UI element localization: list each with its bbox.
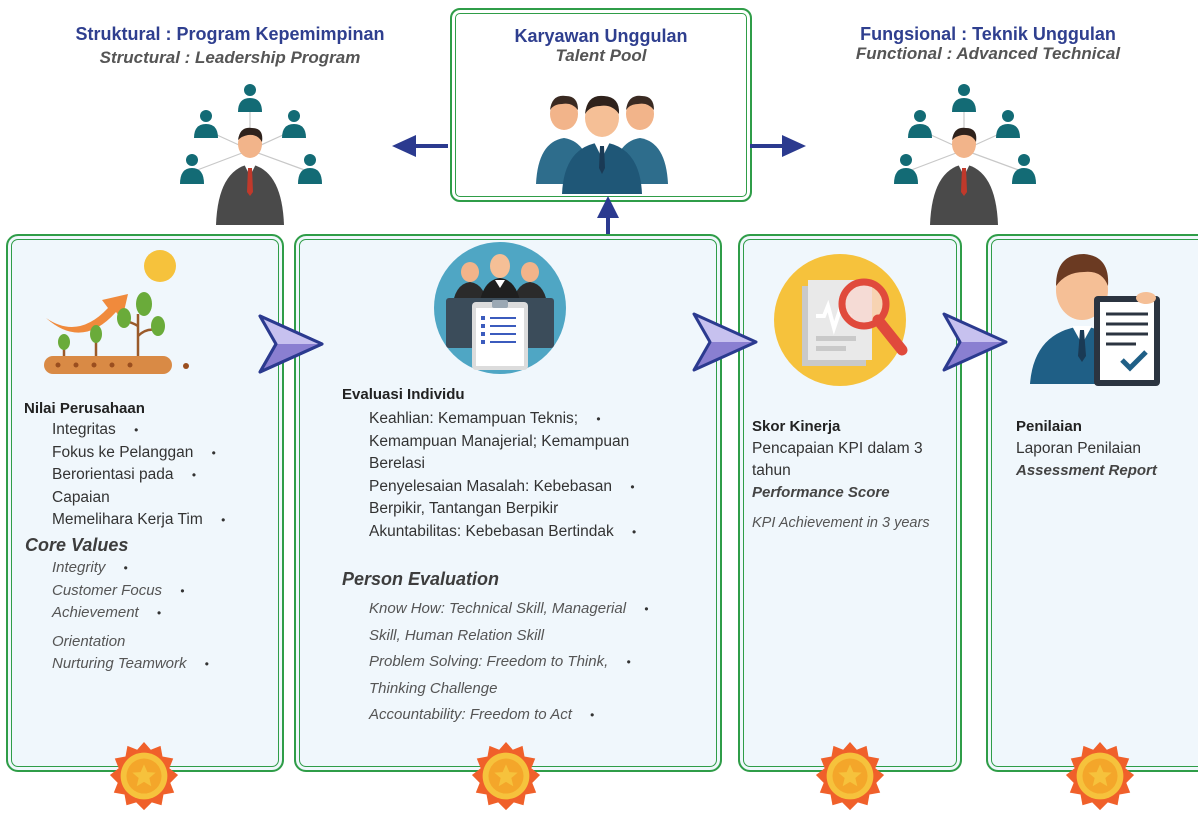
list-item: Berelasi: [369, 455, 425, 472]
panel-core-values: [6, 234, 284, 772]
technical-network-icon: [894, 84, 1036, 225]
list-item: Akuntabilitas: Kebebasan Bertindak •: [369, 522, 637, 540]
list-item: Berpikir, Tantangan Berpikir: [369, 500, 559, 517]
right-title: Fungsional : Teknik Unggulan: [860, 24, 1116, 44]
panel-assessment: [986, 234, 1198, 772]
evaluation-team-icon: [434, 242, 566, 374]
panel2-list-id: Keahlian: Kemampuan Teknis; • Kemampuan …: [369, 408, 689, 543]
panel3-line2: tahun: [752, 462, 791, 479]
panel-person-evaluation: [294, 234, 722, 772]
list-item: Kemampuan Manajerial; Kemampuan: [369, 432, 630, 450]
panel1-section-en: Core Values: [25, 535, 129, 555]
panel4-section-en: Assessment Report: [1016, 462, 1157, 479]
panel4-heading: Penilaian: [1016, 418, 1082, 435]
list-item: Accountability: Freedom to Act •: [369, 706, 595, 723]
left-title: Struktural : Program Kepemimpinan: [75, 24, 385, 44]
list-item: Thinking Challenge: [369, 679, 498, 697]
panel3-line-en: KPI Achievement in 3 years: [752, 515, 930, 531]
panel2-heading: Evaluasi Individu: [342, 386, 465, 403]
talent-pool-box: Karyawan Unggulan Talent Pool: [450, 8, 752, 202]
list-item: Problem Solving: Freedom to Think, •: [369, 653, 631, 670]
panel2-section-en: Person Evaluation: [342, 569, 500, 589]
panel1-list-en: Integrity • Customer Focus • Achievement…: [52, 557, 272, 676]
list-item: Memelihara Kerja Tim •: [52, 511, 226, 528]
list-item: Capaian: [52, 488, 110, 506]
medal-star-icon: [109, 741, 179, 811]
team-icon: [536, 95, 668, 194]
left-subtitle: Structural : Leadership Program: [99, 48, 361, 67]
arrow-right-icon: [750, 135, 806, 157]
right-subtitle: Functional : Advanced Technical: [855, 44, 1121, 63]
list-item: Customer Focus •: [52, 581, 185, 599]
list-item: Nurturing Teamwork •: [52, 655, 209, 672]
chevron-right-icon: [942, 312, 1008, 372]
panel2-list-en: Know How: Technical Skill, Managerial • …: [369, 596, 699, 729]
chevron-right-icon: [692, 312, 758, 372]
list-item: Fokus ke Pelanggan •: [52, 443, 216, 461]
list-item: Penyelesaian Masalah: Kebebasan •: [369, 477, 635, 495]
panel3-section-en: Performance Score: [752, 484, 890, 501]
panel3-line1: Pencapaian KPI dalam 3: [752, 440, 923, 457]
list-item: Know How: Technical Skill, Managerial •: [369, 600, 649, 617]
panel4-line1: Laporan Penilaian: [1016, 440, 1141, 457]
list-item: Skill, Human Relation Skill: [369, 626, 545, 644]
growth-plant-icon: [44, 250, 189, 374]
leadership-network-icon: [180, 84, 322, 225]
assessment-report-icon: [1030, 254, 1160, 386]
medal-star-icon: [471, 741, 541, 811]
panel1-heading: Nilai Perusahaan: [24, 400, 145, 417]
panel3-heading: Skor Kinerja: [752, 418, 841, 435]
list-item: Integrity •: [52, 559, 128, 576]
center-subtitle: Talent Pool: [555, 46, 647, 65]
list-item: Orientation: [52, 632, 126, 650]
center-title: Karyawan Unggulan: [514, 26, 688, 46]
list-item: Integritas •: [52, 421, 139, 438]
chevron-right-icon: [258, 314, 324, 374]
medal-star-icon: [1065, 741, 1135, 811]
panel1-list-id: Integritas • Fokus ke Pelanggan • Berori…: [52, 419, 272, 532]
medal-star-icon: [815, 741, 885, 811]
performance-magnifier-icon: [774, 254, 908, 386]
list-item: Achievement •: [52, 604, 162, 621]
arrow-left-icon: [392, 135, 448, 157]
list-item: Berorientasi pada •: [52, 466, 197, 483]
list-item: Keahlian: Kemampuan Teknis; •: [369, 410, 601, 427]
